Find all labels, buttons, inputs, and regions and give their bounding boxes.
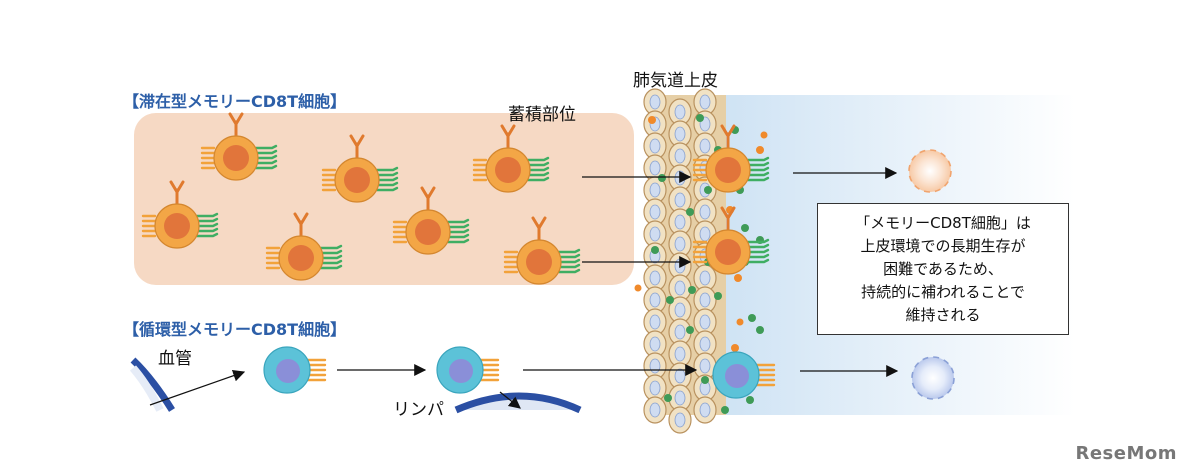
cytokine-particle bbox=[664, 394, 672, 402]
epithelial-nucleus bbox=[649, 314, 661, 330]
note-line: 困難であるため、 bbox=[883, 259, 1003, 278]
epithelial-nucleus bbox=[674, 280, 686, 296]
cytokine-particle bbox=[736, 318, 744, 326]
epithelial-nucleus bbox=[699, 292, 711, 308]
blood-vessel-lumen bbox=[129, 365, 164, 412]
resident-memory-cd8t-cell-icon bbox=[321, 134, 399, 203]
cytokine-particle bbox=[648, 116, 656, 124]
cytokine-particle bbox=[714, 292, 722, 300]
epithelial-nucleus bbox=[649, 182, 661, 198]
cytokine-particle bbox=[666, 296, 674, 304]
cytokine-particle bbox=[658, 174, 666, 182]
resident-memory-cd8t-cell-icon bbox=[472, 124, 550, 193]
cytokine-particle bbox=[688, 286, 696, 294]
circulating-memory-cd8t-cell-icon bbox=[712, 351, 776, 399]
epithelial-nucleus bbox=[674, 126, 686, 142]
epithelial-nucleus bbox=[674, 236, 686, 252]
cytokine-particle bbox=[721, 406, 729, 414]
cytokine-particle bbox=[651, 246, 659, 254]
resemom-logo: ReseMom bbox=[1075, 443, 1177, 464]
resident-memory-cd8t-cell-icon bbox=[692, 206, 770, 275]
epithelial-nucleus bbox=[649, 226, 661, 242]
epithelial-nucleus bbox=[674, 104, 686, 120]
epithelial-nucleus bbox=[699, 270, 711, 286]
resident-memory-cd8t-cell-icon bbox=[503, 216, 581, 285]
note-line: 上皮環境での長期生存が bbox=[860, 236, 1026, 255]
cytokine-particle bbox=[756, 146, 764, 154]
explanation-note-box: 「メモリーCD8T細胞」は 上皮環境での長期生存が 困難であるため、 持続的に補… bbox=[817, 203, 1069, 335]
epithelial-nucleus bbox=[674, 346, 686, 362]
epithelial-nucleus bbox=[649, 380, 661, 396]
cytokine-particle bbox=[731, 344, 739, 352]
epithelial-nucleus bbox=[674, 258, 686, 274]
epithelial-nucleus bbox=[674, 170, 686, 186]
epithelial-nucleus bbox=[649, 160, 661, 176]
epithelial-nucleus bbox=[649, 402, 661, 418]
epithelial-nucleus bbox=[699, 138, 711, 154]
cytokine-particle bbox=[686, 208, 694, 216]
epithelial-nucleus bbox=[699, 226, 711, 242]
epithelial-nucleus bbox=[649, 358, 661, 374]
cytokine-particle bbox=[746, 396, 754, 404]
epithelial-nucleus bbox=[699, 402, 711, 418]
epithelial-nucleus bbox=[674, 192, 686, 208]
circulating-section-title: 【循環型メモリーCD8T細胞】 bbox=[123, 320, 347, 339]
epithelial-nucleus bbox=[699, 336, 711, 352]
lymph-label: リンパ bbox=[393, 400, 444, 420]
resident-memory-cd8t-cell-icon bbox=[200, 112, 278, 181]
dying-cell-icon bbox=[911, 356, 955, 400]
epithelial-nucleus bbox=[699, 204, 711, 220]
epithelial-nucleus bbox=[674, 390, 686, 406]
resident-memory-cd8t-cell-icon bbox=[141, 180, 219, 249]
epithelial-nucleus bbox=[674, 214, 686, 230]
epithelial-nucleus bbox=[649, 94, 661, 110]
epithelial-nucleus bbox=[699, 94, 711, 110]
circulating-memory-cd8t-cell-icon bbox=[263, 346, 327, 394]
accumulation-site-label: 蓄積部位 bbox=[508, 105, 576, 125]
cells-layer bbox=[141, 112, 955, 400]
epithelial-nucleus bbox=[699, 358, 711, 374]
cytokine-particle bbox=[760, 131, 768, 139]
cytokine-particle bbox=[686, 326, 694, 334]
epithelial-nucleus bbox=[674, 412, 686, 428]
cytokine-particle bbox=[701, 376, 709, 384]
epithelial-nucleus bbox=[649, 336, 661, 352]
epithelial-nucleus bbox=[699, 314, 711, 330]
cytokine-particle bbox=[756, 326, 764, 334]
resident-memory-cd8t-cell-icon bbox=[392, 186, 470, 255]
cytokine-particle bbox=[734, 274, 742, 282]
epithelial-nucleus bbox=[649, 138, 661, 154]
epithelial-nucleus bbox=[674, 324, 686, 340]
cytokine-particle bbox=[741, 224, 749, 232]
epithelial-nucleus bbox=[674, 302, 686, 318]
dying-cell-icon bbox=[908, 149, 952, 193]
arrow-icon bbox=[149, 369, 246, 406]
cytokine-particle bbox=[748, 314, 756, 322]
airway-epithelium-label: 肺気道上皮 bbox=[633, 71, 718, 91]
blood-vessel-label: 血管 bbox=[158, 349, 192, 369]
epithelial-nucleus bbox=[674, 368, 686, 384]
cytokine-particle bbox=[704, 186, 712, 194]
arrows-layer bbox=[149, 167, 899, 409]
note-line: 持続的に補われることで bbox=[861, 282, 1025, 301]
epithelial-nucleus bbox=[649, 270, 661, 286]
note-line: 維持される bbox=[905, 305, 981, 324]
cytokine-particle bbox=[634, 284, 642, 292]
resident-section-title: 【滞在型メモリーCD8T細胞】 bbox=[123, 92, 347, 111]
resident-memory-cd8t-cell-icon bbox=[265, 212, 343, 281]
lymph-vessel-wall bbox=[454, 392, 582, 414]
epithelial-nucleus bbox=[649, 204, 661, 220]
cytokine-particle bbox=[696, 114, 704, 122]
circulating-memory-cd8t-cell-icon bbox=[436, 346, 500, 394]
epithelial-nucleus bbox=[674, 148, 686, 164]
arrow-icon bbox=[499, 391, 521, 409]
note-line: 「メモリーCD8T細胞」は bbox=[855, 213, 1031, 232]
resident-memory-cd8t-cell-icon bbox=[692, 124, 770, 193]
epithelial-nucleus bbox=[649, 292, 661, 308]
blood-vessel-wall bbox=[130, 357, 175, 412]
